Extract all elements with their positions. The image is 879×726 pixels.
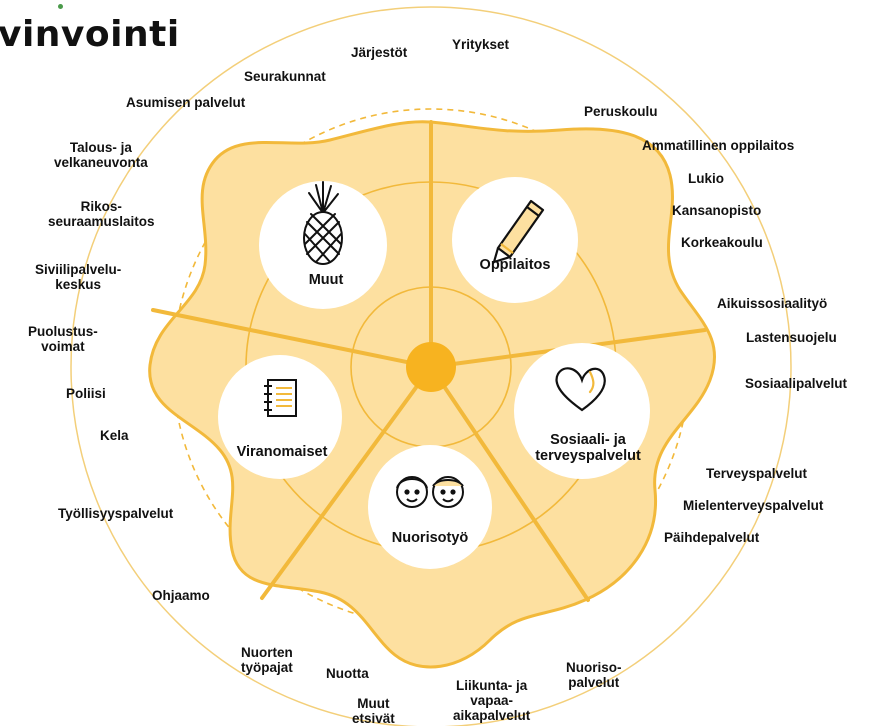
- label-kela: Kela: [100, 428, 129, 443]
- label-lastensuojelu: Lastensuojelu: [746, 330, 837, 345]
- label-poliisi: Poliisi: [66, 386, 106, 401]
- pineapple-icon: [303, 181, 343, 265]
- label-puolustusvoimat: Puolustus- voimat: [28, 324, 98, 354]
- hub: [406, 342, 456, 392]
- label-siviilipalvelu: Siviilipalvelu- keskus: [35, 262, 122, 292]
- heart-icon: [555, 367, 606, 412]
- label-aikuissosiaalityo: Aikuissosiaalityö: [717, 296, 828, 311]
- label-mielenterveyspalvelut: Mielenterveyspalvelut: [683, 498, 824, 513]
- label-talous: Talous- ja velkaneuvonta: [54, 140, 148, 170]
- label-ohjaamo: Ohjaamo: [152, 588, 210, 603]
- label-korkeakoulu: Korkeakoulu: [681, 235, 763, 250]
- faces-icon: [396, 476, 464, 508]
- label-asumisen-palvelut: Asumisen palvelut: [126, 95, 246, 110]
- outer-ring: [70, 6, 792, 726]
- label-rikos: Rikos- seuraamuslaitos: [48, 199, 155, 229]
- label-nuotta: Nuotta: [326, 666, 369, 681]
- sector-title-nuorisotyo: Nuorisotyö: [391, 530, 469, 546]
- spoke-left: [151, 308, 433, 369]
- notebook-icon: [264, 379, 297, 417]
- label-sosiaalipalvelut: Sosiaalipalvelut: [745, 376, 848, 391]
- label-yritykset: Yritykset: [452, 37, 510, 52]
- label-terveyspalvelut: Terveyspalvelut: [706, 466, 808, 481]
- title-accent-dot: [58, 4, 63, 9]
- label-liikunta: Liikunta- ja vapaa- aikapalvelut: [453, 678, 531, 723]
- label-ammatillinen: Ammatillinen oppilaitos: [642, 138, 795, 153]
- label-kansanopisto: Kansanopisto: [672, 203, 762, 218]
- label-jarjestot: Järjestöt: [351, 45, 408, 60]
- sector-title-sosiaali: Sosiaali- ja terveyspalvelut: [535, 432, 641, 464]
- label-tyollisyyspalvelut: Työllisyyspalvelut: [58, 506, 174, 521]
- label-lukio: Lukio: [688, 171, 724, 186]
- pencil-icon: [492, 199, 545, 264]
- sector-title-viranomaiset: Viranomaiset: [236, 444, 328, 460]
- label-peruskoulu: Peruskoulu: [584, 104, 658, 119]
- spoke-lower-right: [429, 365, 590, 602]
- spoke-lower-left: [260, 365, 433, 600]
- label-seurakunnat: Seurakunnat: [244, 69, 326, 84]
- sector-title-muut: Muut: [308, 272, 344, 288]
- sector-circle-nuorisotyo: [368, 445, 492, 569]
- page-title: vinvointi: [0, 14, 180, 55]
- label-paihdepalvelut: Päihdepalvelut: [664, 530, 760, 545]
- label-muut-etsivat: Muut etsivät: [352, 696, 395, 726]
- sector-title-oppilaitos: Oppilaitos: [479, 257, 551, 273]
- label-nuorten-tyopajat: Nuorten työpajat: [241, 645, 293, 675]
- label-nuorisopalvelut: Nuoriso- palvelut: [566, 660, 622, 690]
